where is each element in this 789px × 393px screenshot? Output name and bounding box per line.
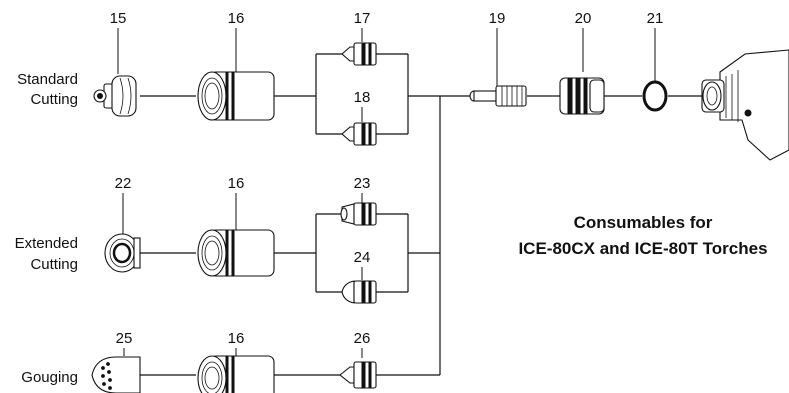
part-18-tip <box>342 123 376 145</box>
row-label-extended-line2: Cutting <box>30 256 78 273</box>
diagram-title-line1: Consumables for <box>574 213 713 232</box>
torch-head <box>702 50 789 160</box>
part-26-tip <box>340 362 376 388</box>
part-22-extended-cap <box>105 234 140 272</box>
callout-19: 19 <box>489 10 506 27</box>
callout-15: 15 <box>110 10 127 27</box>
row-label-standard-line2: Cutting <box>30 91 78 108</box>
callout-21: 21 <box>647 10 664 27</box>
part-16-retaining-cup-extended <box>198 230 274 276</box>
callout-22: 22 <box>115 175 132 192</box>
callout-18: 18 <box>354 89 371 106</box>
callout-16-extended: 16 <box>228 175 245 192</box>
part-19-electrode <box>470 86 526 106</box>
row-label-gouging: Gouging <box>21 369 78 386</box>
row-label-extended-line1: Extended <box>15 235 78 252</box>
row-label-standard-line1: Standard <box>17 71 78 88</box>
part-21-o-ring <box>644 82 666 110</box>
part-15-swirl-cap <box>94 76 136 116</box>
callout-26: 26 <box>354 330 371 347</box>
callout-25: 25 <box>116 330 133 347</box>
part-16-retaining-cup-gouging <box>198 356 274 393</box>
part-callouts: 15 16 17 18 19 20 21 22 16 23 24 25 16 2… <box>110 10 664 358</box>
callout-20: 20 <box>575 10 592 27</box>
callout-23: 23 <box>354 175 371 192</box>
diagram-title-line2: ICE-80CX and ICE-80T Torches <box>518 239 767 258</box>
part-24-tip <box>342 281 376 303</box>
part-16-retaining-cup <box>198 72 274 120</box>
callout-16-gouging: 16 <box>228 330 245 347</box>
part-25-gouging-shield <box>92 357 140 393</box>
callout-16-standard: 16 <box>228 10 245 27</box>
part-17-tip <box>342 43 376 65</box>
part-23-tip <box>341 203 376 225</box>
callout-17: 17 <box>354 10 371 27</box>
callout-24: 24 <box>354 249 371 266</box>
part-20-swirl-ring <box>560 78 604 114</box>
